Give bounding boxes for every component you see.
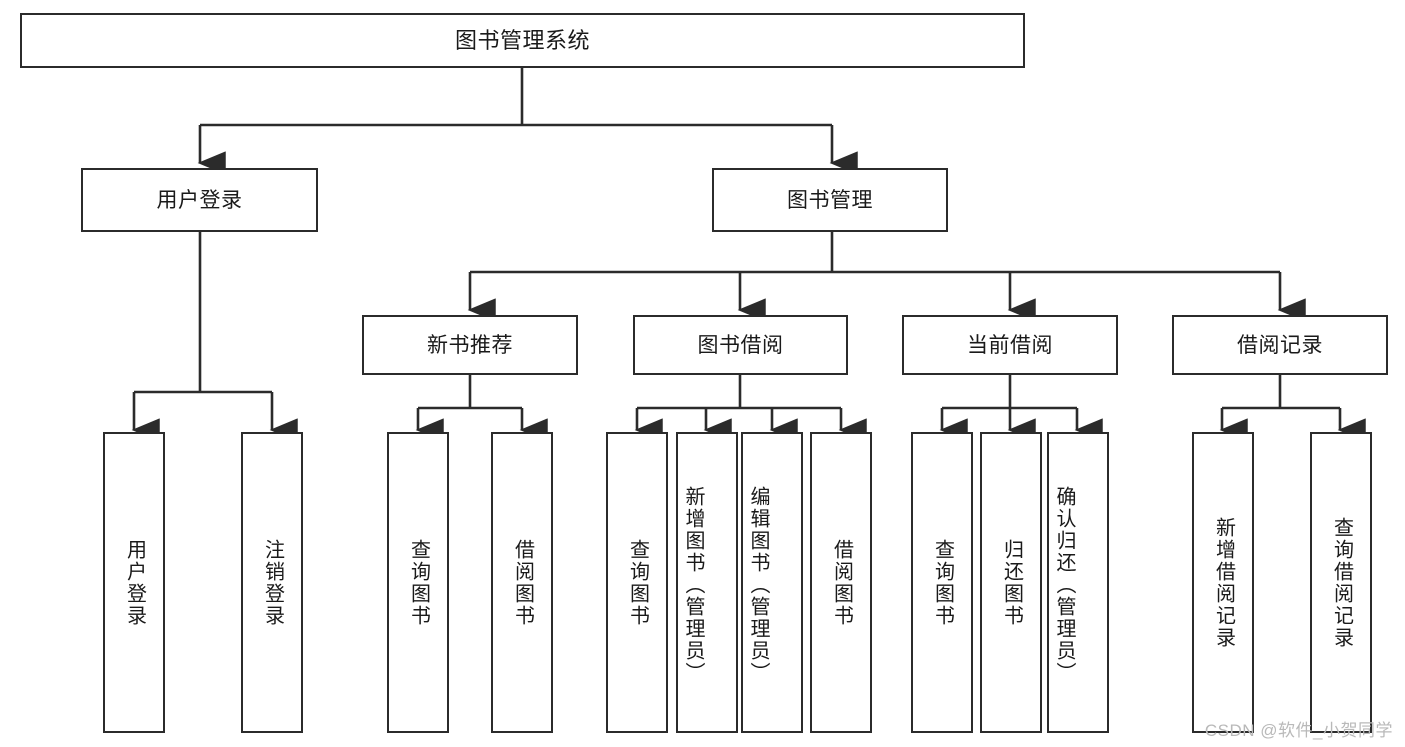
node-label: 新增图书（管理员） [682, 485, 704, 684]
leaf-borrow-edit-book-admin[interactable]: 编辑图书（管理员） [741, 432, 803, 733]
leaf-user-login-logout[interactable]: 注销登录 [241, 432, 303, 733]
node-label: 归还图书 [1000, 538, 1023, 627]
node-book-borrow[interactable]: 图书借阅 [633, 315, 848, 375]
leaf-current-query-book[interactable]: 查询图书 [911, 432, 973, 733]
node-label: 注销登录 [261, 538, 284, 627]
node-label: 图书借阅 [697, 333, 784, 357]
node-label: 查询图书 [931, 538, 954, 627]
leaf-user-login-login[interactable]: 用户登录 [103, 432, 165, 733]
leaf-borrow-query-book[interactable]: 查询图书 [606, 432, 668, 733]
node-new-book-recommend[interactable]: 新书推荐 [362, 315, 578, 375]
leaf-current-confirm-return-admin[interactable]: 确认归还（管理员） [1047, 432, 1109, 733]
node-label: 图书管理系统 [454, 27, 590, 53]
leaf-recommend-borrow-book[interactable]: 借阅图书 [491, 432, 553, 733]
node-label: 确认归还（管理员） [1053, 485, 1075, 684]
node-label: 用户登录 [156, 188, 243, 212]
node-label: 新书推荐 [427, 333, 513, 357]
node-label: 查询图书 [407, 538, 430, 627]
leaf-record-add-record[interactable]: 新增借阅记录 [1192, 432, 1254, 733]
csdn-watermark: CSDN @软件_小贺同学 [1204, 721, 1393, 740]
leaf-record-query-record[interactable]: 查询借阅记录 [1310, 432, 1372, 733]
node-label: 借阅图书 [830, 538, 853, 627]
node-label: 借阅图书 [511, 538, 534, 627]
node-current-borrow[interactable]: 当前借阅 [902, 315, 1118, 375]
node-label: 新增借阅记录 [1212, 516, 1235, 649]
leaf-current-return-book[interactable]: 归还图书 [980, 432, 1042, 733]
node-label: 图书管理 [787, 188, 873, 212]
leaf-recommend-query-book[interactable]: 查询图书 [387, 432, 449, 733]
node-label: 当前借阅 [967, 333, 1053, 357]
node-label: 查询借阅记录 [1330, 516, 1353, 649]
node-book-management[interactable]: 图书管理 [712, 168, 948, 232]
leaf-borrow-add-book-admin[interactable]: 新增图书（管理员） [676, 432, 738, 733]
node-label: 编辑图书（管理员） [747, 485, 769, 684]
leaf-borrow-borrow-book[interactable]: 借阅图书 [810, 432, 872, 733]
node-label: 借阅记录 [1237, 333, 1323, 357]
node-label: 查询图书 [626, 538, 649, 627]
node-user-login[interactable]: 用户登录 [81, 168, 318, 232]
node-root-system[interactable]: 图书管理系统 [20, 13, 1025, 68]
node-borrow-record[interactable]: 借阅记录 [1172, 315, 1388, 375]
node-label: 用户登录 [123, 538, 146, 627]
